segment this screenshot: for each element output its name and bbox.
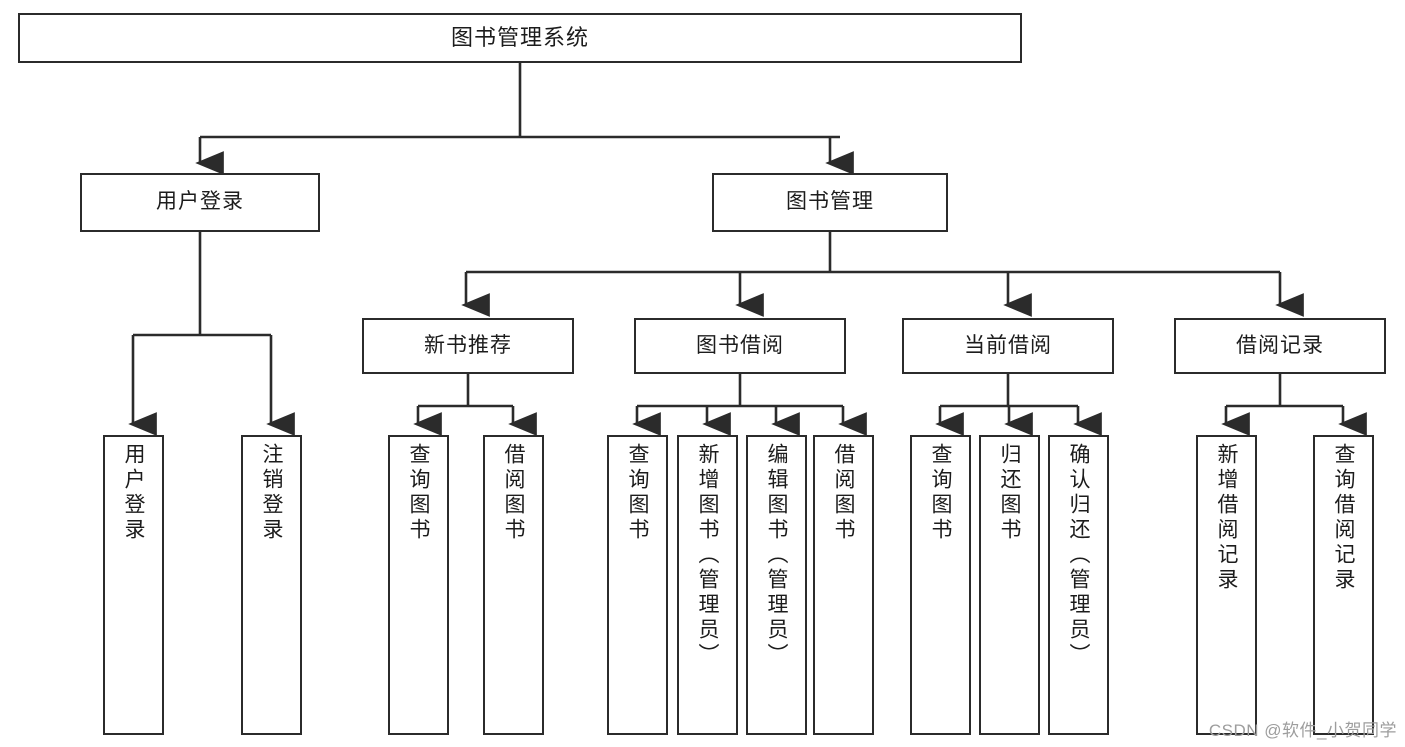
node-new-book-recommend-label: 新书推荐 bbox=[424, 333, 512, 357]
leaf-borrow-book-1-label: 借阅图书 bbox=[502, 443, 525, 543]
node-book-borrow[interactable]: 图书借阅 bbox=[634, 318, 846, 374]
leaf-logout-login[interactable]: 注销登录 bbox=[241, 435, 302, 735]
node-book-manage[interactable]: 图书管理 bbox=[712, 173, 948, 232]
leaf-return-book[interactable]: 归还图书 bbox=[979, 435, 1040, 735]
watermark: CSDN @软件_小贺同学 bbox=[1208, 721, 1397, 740]
node-borrow-record-label: 借阅记录 bbox=[1236, 333, 1324, 357]
leaf-query-record[interactable]: 查询借阅记录 bbox=[1313, 435, 1374, 735]
leaf-query-record-label: 查询借阅记录 bbox=[1332, 443, 1355, 593]
node-user-login-label: 用户登录 bbox=[156, 190, 244, 214]
leaf-confirm-return[interactable]: 确认归还（管理员） bbox=[1048, 435, 1109, 735]
leaf-edit-book-label: 编辑图书（管理员） bbox=[765, 443, 788, 668]
leaf-add-record-label: 新增借阅记录 bbox=[1215, 443, 1238, 593]
leaf-add-book[interactable]: 新增图书（管理员） bbox=[677, 435, 738, 735]
node-borrow-record[interactable]: 借阅记录 bbox=[1174, 318, 1386, 374]
leaf-query-book-3-label: 查询图书 bbox=[929, 443, 952, 543]
leaf-confirm-return-label: 确认归还（管理员） bbox=[1067, 443, 1090, 668]
leaf-add-book-label: 新增图书（管理员） bbox=[696, 443, 719, 668]
leaf-query-book-3[interactable]: 查询图书 bbox=[910, 435, 971, 735]
leaf-logout-login-label: 注销登录 bbox=[260, 443, 283, 543]
node-book-manage-label: 图书管理 bbox=[786, 190, 874, 214]
leaf-user-login[interactable]: 用户登录 bbox=[103, 435, 164, 735]
leaf-query-book-1-label: 查询图书 bbox=[407, 443, 430, 543]
node-root[interactable]: 图书管理系统 bbox=[18, 13, 1022, 63]
leaf-query-book-2-label: 查询图书 bbox=[626, 443, 649, 543]
node-book-borrow-label: 图书借阅 bbox=[696, 333, 784, 357]
leaf-query-book-1[interactable]: 查询图书 bbox=[388, 435, 449, 735]
node-current-borrow-label: 当前借阅 bbox=[964, 333, 1052, 357]
leaf-return-book-label: 归还图书 bbox=[998, 443, 1021, 543]
leaf-borrow-book-2-label: 借阅图书 bbox=[832, 443, 855, 543]
node-new-book-recommend[interactable]: 新书推荐 bbox=[362, 318, 574, 374]
node-user-login[interactable]: 用户登录 bbox=[80, 173, 320, 232]
leaf-edit-book[interactable]: 编辑图书（管理员） bbox=[746, 435, 807, 735]
leaf-borrow-book-2[interactable]: 借阅图书 bbox=[813, 435, 874, 735]
leaf-query-book-2[interactable]: 查询图书 bbox=[607, 435, 668, 735]
leaf-borrow-book-1[interactable]: 借阅图书 bbox=[483, 435, 544, 735]
leaf-user-login-label: 用户登录 bbox=[122, 443, 145, 543]
leaf-add-record[interactable]: 新增借阅记录 bbox=[1196, 435, 1257, 735]
node-root-label: 图书管理系统 bbox=[450, 25, 589, 51]
node-current-borrow[interactable]: 当前借阅 bbox=[902, 318, 1114, 374]
